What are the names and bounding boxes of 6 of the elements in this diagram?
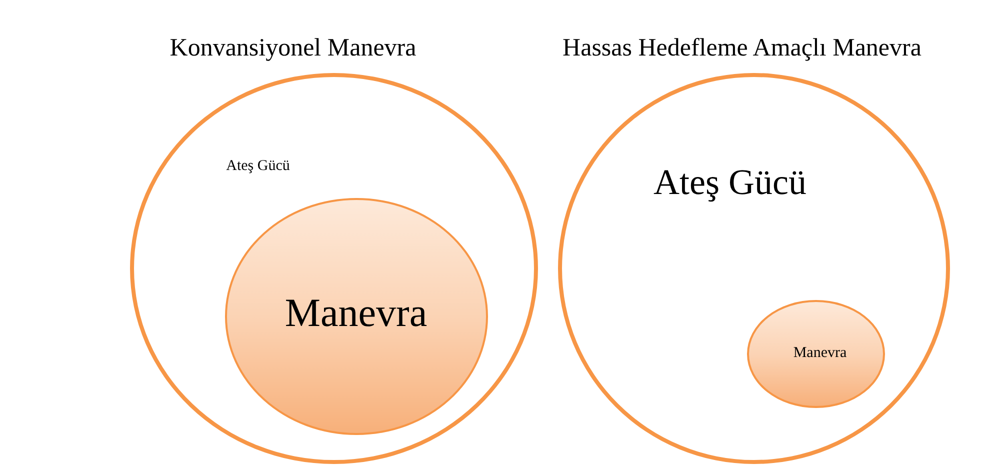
circle-label: Ateş Gücü — [654, 163, 806, 203]
diagram-heading: Hassas Hedefleme Amaçlı Manevra — [562, 34, 922, 62]
circle-label: Manevra — [793, 344, 847, 362]
circle-label: Ateş Gücü — [226, 158, 290, 174]
diagram-heading: Konvansiyonel Manevra — [170, 34, 416, 62]
circle-label: Manevra — [284, 291, 428, 335]
